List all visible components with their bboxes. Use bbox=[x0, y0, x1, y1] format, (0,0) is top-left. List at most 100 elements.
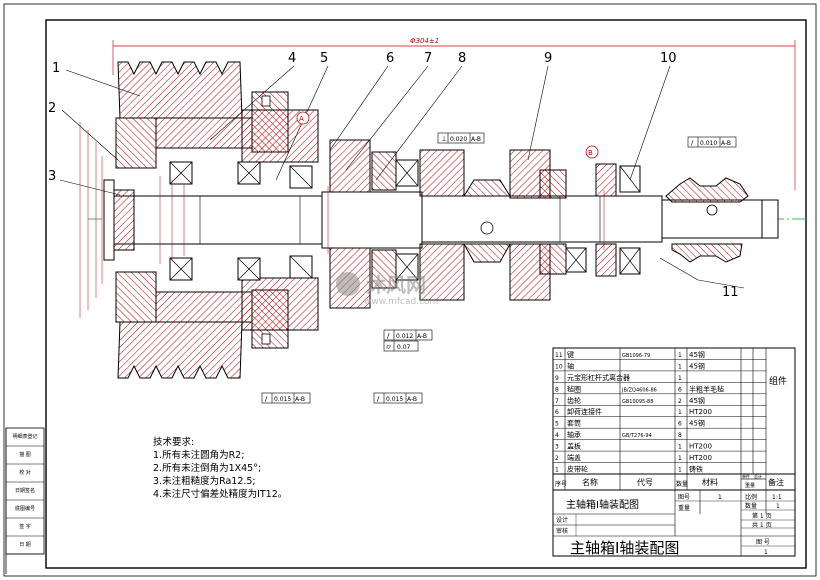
bom-cell-no: 4 bbox=[555, 432, 559, 439]
left-strip-labels: 明细表登记 描 图 校 对 日期签名 底图编号 签 字 日 期 bbox=[6, 428, 44, 554]
svg-text:A: A bbox=[299, 115, 304, 123]
svg-text:1:1: 1:1 bbox=[772, 494, 782, 501]
svg-text:比例: 比例 bbox=[745, 493, 757, 501]
bom-cell-qty: 1 bbox=[678, 455, 682, 462]
svg-text:0.07: 0.07 bbox=[397, 344, 411, 351]
bom-cell-mat: HT200 bbox=[689, 443, 712, 451]
technical-requirements: 技术要求: 1.所有未注圆角为R2; 2.所有未注倒角为1X45°; 3.未注粗… bbox=[153, 436, 287, 501]
bom-cell-name: 元宝形杠杆式离合器 bbox=[567, 373, 630, 382]
bom-cell-qty: 6 bbox=[678, 421, 682, 428]
overall-dimension-text: Φ304±1 bbox=[410, 37, 439, 45]
title-big: 主轴箱Ⅰ轴装配图 bbox=[570, 539, 679, 557]
tech-req-item: 3.未注粗糙度为Ra12.5; bbox=[153, 476, 256, 487]
svg-text:B: B bbox=[588, 149, 593, 157]
callout-numbers: 1 2 3 4 5 6 7 8 9 10 11 bbox=[48, 51, 739, 300]
bom-cell-mat: 45钢 bbox=[689, 350, 705, 359]
bom-group-label: 组件 bbox=[769, 375, 787, 387]
bom-cell-no: 3 bbox=[555, 444, 559, 451]
bom-cell-qty: 6 bbox=[678, 386, 682, 393]
svg-text:0.020: 0.020 bbox=[450, 136, 467, 143]
tolerance-frame-right: / 0.010 A-B bbox=[687, 136, 737, 148]
bom-cell-name: 齿轮 bbox=[567, 396, 581, 405]
bom-cell-mat: HT200 bbox=[689, 408, 712, 416]
tech-req-title: 技术要求: bbox=[153, 437, 195, 448]
bom-cell-no: 6 bbox=[555, 409, 559, 416]
bom-table bbox=[552, 347, 796, 491]
svg-text:序号: 序号 bbox=[555, 480, 567, 488]
svg-text:重量: 重量 bbox=[745, 482, 755, 489]
svg-text:⌭: ⌭ bbox=[386, 343, 391, 351]
bom-cell-name: 键 bbox=[567, 350, 574, 359]
bom-cell-mat: 45钢 bbox=[689, 396, 705, 405]
bom-cell-qty: 1 bbox=[678, 352, 682, 359]
bom-cell-qty: 8 bbox=[678, 432, 682, 439]
bom-cell-no: 5 bbox=[555, 421, 559, 428]
svg-text:/: / bbox=[265, 395, 268, 403]
bom-cell-mat: 铸铁 bbox=[689, 465, 703, 474]
svg-text:材料: 材料 bbox=[702, 477, 718, 487]
svg-text:A-B: A-B bbox=[417, 333, 427, 340]
svg-text:图号: 图号 bbox=[678, 494, 690, 501]
bom-header: 序号 名称 代号 数量 材料 单件 总计 重量 备注 组件 bbox=[555, 375, 787, 489]
callout-10: 10 bbox=[660, 51, 677, 66]
svg-text:名称: 名称 bbox=[582, 477, 598, 487]
svg-text:1: 1 bbox=[718, 494, 722, 501]
svg-text:备注: 备注 bbox=[768, 477, 784, 487]
title-block: 主轴箱Ⅰ轴装配图 图号 1 重量 比例 1:1 数量 1 第 1 页 共 1 页… bbox=[552, 489, 796, 557]
svg-text:代号: 代号 bbox=[637, 477, 653, 487]
bom-cell-no: 10 bbox=[555, 363, 563, 370]
left-strip-label: 日 期 bbox=[19, 542, 31, 548]
tolerance-frame-mid-1: / 0.012 A-B bbox=[383, 329, 433, 341]
bom-cell-name: 轴承 bbox=[567, 430, 581, 439]
svg-text:A-B: A-B bbox=[407, 396, 417, 403]
tolerance-frame-top: ⊥ 0.020 A-B bbox=[437, 132, 485, 144]
bom-cell-code: GB1096-79 bbox=[622, 353, 650, 359]
bom-cell-qty: 1 bbox=[678, 363, 682, 370]
tech-req-item: 4.未注尺寸偏差处精度为IT12。 bbox=[153, 489, 288, 500]
callout-5: 5 bbox=[320, 51, 328, 66]
tolerance-frame-bottom-1: / 0.015 A-B bbox=[261, 392, 311, 404]
bom-cell-no: 9 bbox=[555, 375, 559, 382]
svg-text:A-B: A-B bbox=[295, 396, 305, 403]
overall-dimension: Φ304±1 bbox=[112, 37, 796, 190]
left-strip-label: 底图编号 bbox=[14, 506, 35, 512]
left-strip-label: 明细表登记 bbox=[12, 434, 38, 440]
svg-text:第 1 页: 第 1 页 bbox=[752, 512, 772, 520]
bom-cell-name: 盖板 bbox=[567, 442, 581, 451]
svg-text:总计: 总计 bbox=[754, 473, 762, 479]
bom-cell-code: GB10095-88 bbox=[622, 399, 653, 405]
svg-text:A-B: A-B bbox=[721, 140, 731, 147]
svg-text:/: / bbox=[387, 332, 390, 340]
callout-4: 4 bbox=[288, 51, 296, 66]
tolerance-frame-bottom-2: / 0.015 A-B bbox=[373, 392, 423, 404]
svg-text:单件: 单件 bbox=[742, 473, 750, 479]
svg-text:重量: 重量 bbox=[678, 504, 690, 512]
bom-cell-qty: 1 bbox=[678, 409, 682, 416]
bom-cell-qty: 1 bbox=[678, 444, 682, 451]
bom-cell-qty: 2 bbox=[678, 398, 682, 405]
left-strip-label: 日期签名 bbox=[14, 488, 35, 494]
left-strip-label: 描 图 bbox=[19, 452, 31, 458]
title-small: 主轴箱Ⅰ轴装配图 bbox=[566, 498, 639, 511]
bearings bbox=[169, 159, 641, 281]
bom-cell-name: 端盖 bbox=[567, 453, 581, 462]
datum-A: A bbox=[296, 111, 310, 125]
main-shaft bbox=[103, 179, 763, 261]
svg-text:0.015: 0.015 bbox=[386, 396, 403, 403]
svg-text:共 1 页: 共 1 页 bbox=[752, 521, 772, 529]
svg-text:/: / bbox=[691, 139, 694, 147]
bom-cell-no: 7 bbox=[555, 398, 559, 405]
svg-text:图 号: 图 号 bbox=[756, 539, 770, 546]
svg-text:⊥: ⊥ bbox=[441, 135, 447, 143]
bom-cell-name: 套筒 bbox=[567, 419, 581, 428]
bom-cell-name: 皮带轮 bbox=[567, 465, 588, 474]
callout-7: 7 bbox=[424, 51, 432, 66]
callout-6: 6 bbox=[386, 51, 394, 66]
bom-cell-code: JB/ZQ4606-86 bbox=[621, 387, 657, 393]
tech-req-item: 2.所有未注倒角为1X45°; bbox=[153, 463, 262, 474]
svg-text:0.015: 0.015 bbox=[274, 396, 291, 403]
bom-cell-name: 毡圈 bbox=[567, 384, 581, 393]
bom-cell-mat: 45钢 bbox=[689, 419, 705, 428]
pulley bbox=[115, 61, 253, 379]
